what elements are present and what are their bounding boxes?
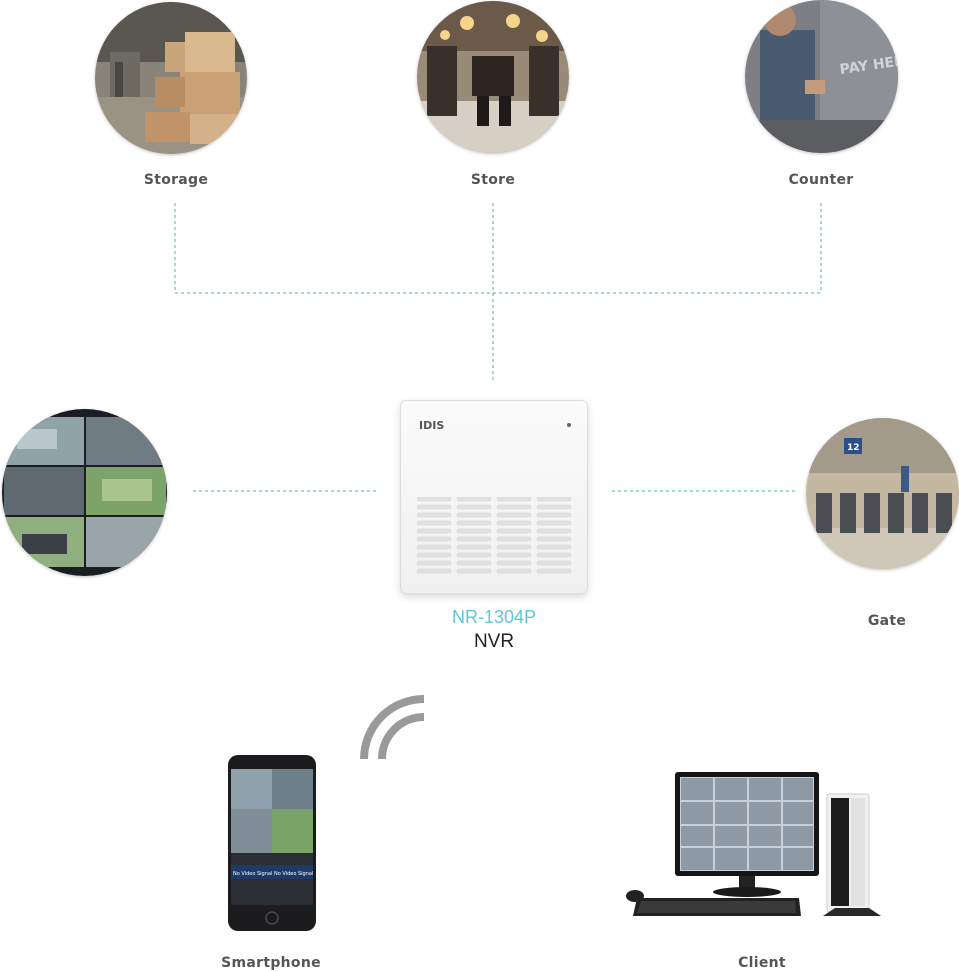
gate-label: Gate <box>867 613 907 629</box>
nvr-brand-logo: IDIS <box>419 419 445 432</box>
gate-image: 12 <box>806 418 959 569</box>
nvr-vents <box>417 497 572 574</box>
nvr-model-type: NVR <box>473 631 515 652</box>
store-image <box>417 1 569 153</box>
nvr-model-name: NR-1304P <box>451 607 537 627</box>
nvr-power-led <box>567 423 571 427</box>
storage-image <box>95 2 247 154</box>
client-label: Client <box>738 955 786 971</box>
counter-image: PAY HERE <box>745 0 898 153</box>
storage-label: Storage <box>143 172 209 188</box>
store-label: Store <box>470 172 516 188</box>
client-pc <box>626 772 881 916</box>
smartphone-screen-text-right: No Video Signal <box>274 871 313 877</box>
monitor-wall-image <box>2 409 167 576</box>
nvr-device: IDIS <box>400 400 588 594</box>
smartphone-screen-text-left: No Video Signal <box>233 871 272 877</box>
smartphone-device: No Video Signal No Video Signal <box>228 755 316 931</box>
smartphone-label: Smartphone <box>221 955 321 971</box>
counter-label: Counter <box>788 172 854 188</box>
wifi-signal-icon <box>360 695 425 760</box>
gate-sign-text: 12 <box>847 443 860 453</box>
